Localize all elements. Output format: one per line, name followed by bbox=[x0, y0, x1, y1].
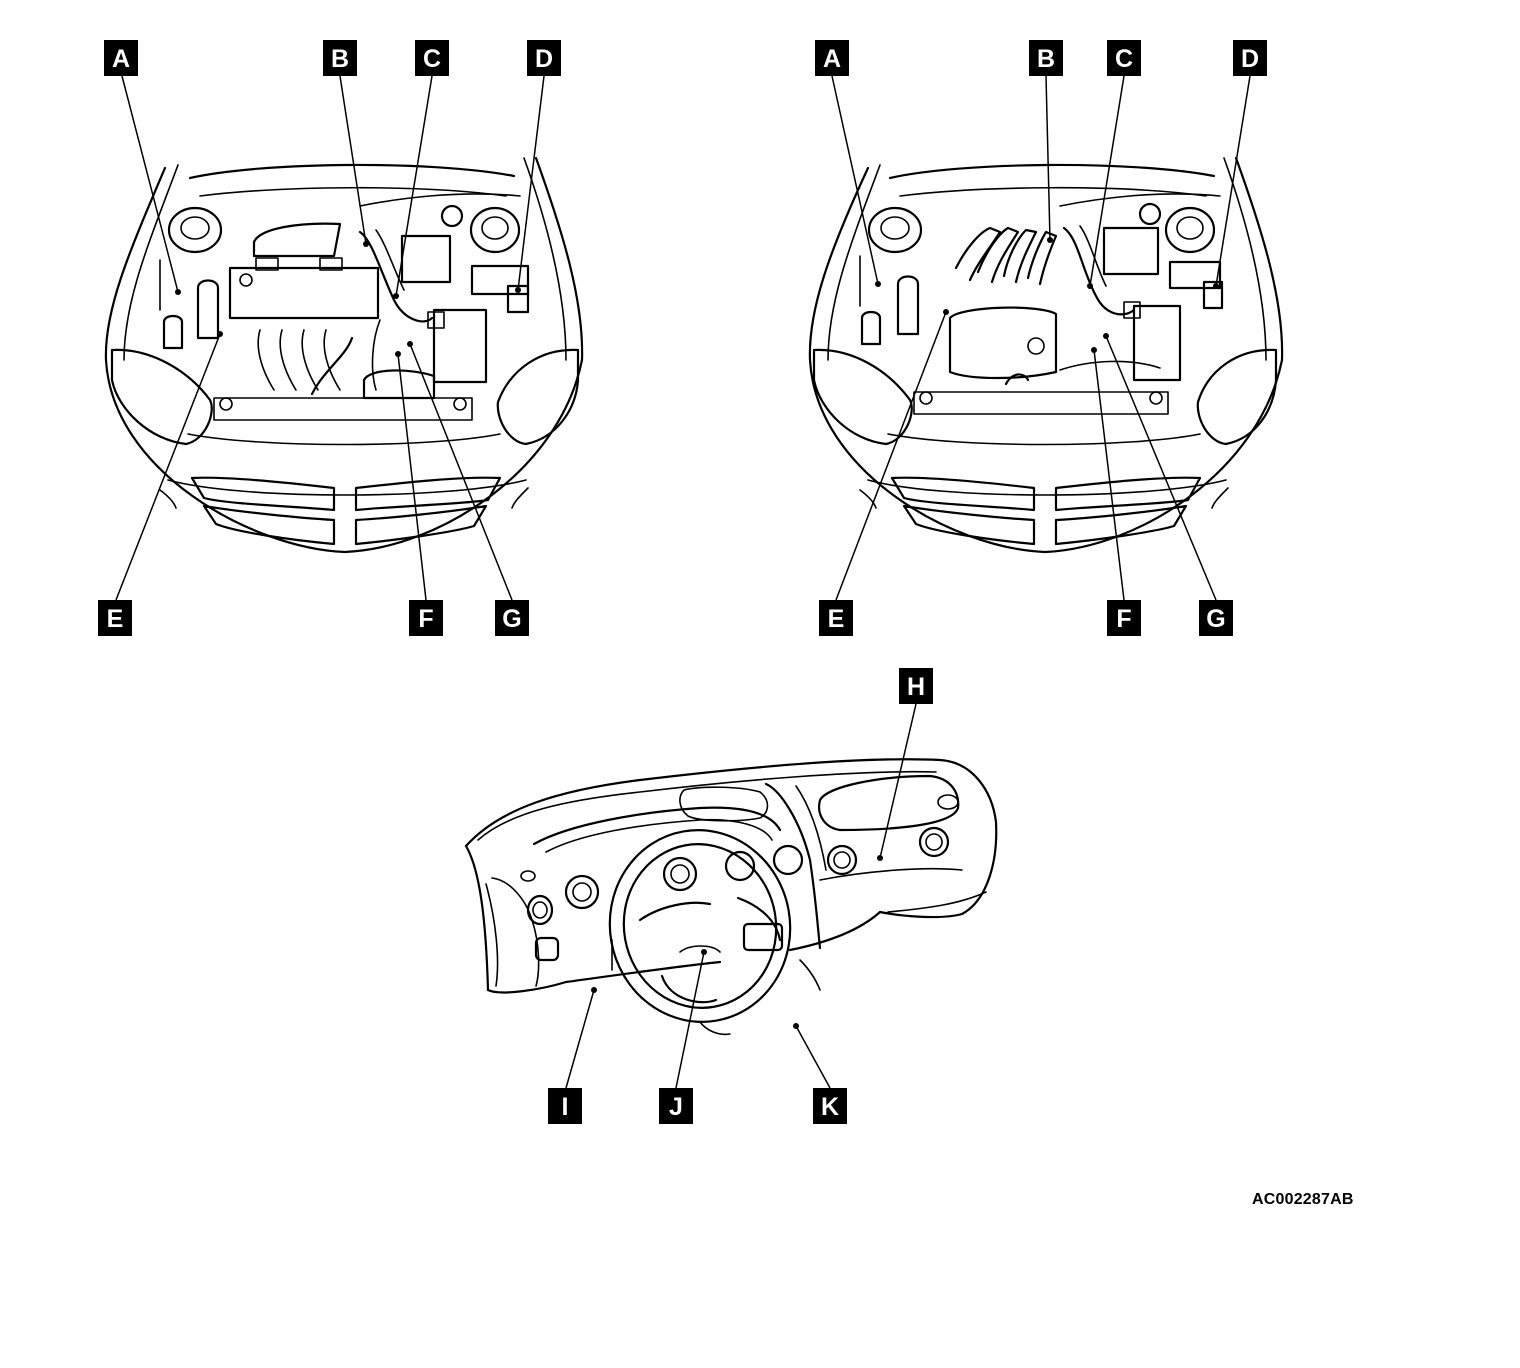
svg-text:C: C bbox=[1115, 45, 1133, 73]
svg-text:E: E bbox=[107, 605, 124, 633]
instrument-panel-view bbox=[464, 758, 998, 1036]
callouts-instrument-panel: H I J K bbox=[548, 668, 933, 1124]
callout-d: D bbox=[527, 40, 561, 76]
callout-j: J bbox=[659, 1088, 693, 1124]
callout-b: B bbox=[1029, 40, 1063, 76]
engine-bay-view-right bbox=[808, 156, 1284, 554]
svg-text:B: B bbox=[1037, 45, 1055, 73]
engine-bay-view-left bbox=[104, 156, 584, 554]
callout-d: D bbox=[1233, 40, 1267, 76]
callout-a: A bbox=[104, 40, 138, 76]
svg-text:K: K bbox=[821, 1093, 839, 1121]
callout-b: B bbox=[323, 40, 357, 76]
callout-f: F bbox=[409, 600, 443, 636]
callout-g: G bbox=[1199, 600, 1233, 636]
svg-text:H: H bbox=[907, 673, 925, 701]
svg-text:G: G bbox=[1206, 605, 1225, 633]
callout-c: C bbox=[1107, 40, 1141, 76]
callout-f: F bbox=[1107, 600, 1141, 636]
callout-c: C bbox=[415, 40, 449, 76]
svg-text:A: A bbox=[112, 45, 130, 73]
callout-e: E bbox=[98, 600, 132, 636]
svg-text:F: F bbox=[1116, 605, 1131, 633]
svg-text:G: G bbox=[502, 605, 521, 633]
svg-text:A: A bbox=[823, 45, 841, 73]
callouts-right-view: A B C D E F G bbox=[815, 40, 1267, 636]
svg-text:J: J bbox=[669, 1093, 683, 1121]
svg-text:I: I bbox=[562, 1093, 569, 1121]
svg-text:D: D bbox=[1241, 45, 1259, 73]
svg-text:E: E bbox=[828, 605, 845, 633]
svg-text:C: C bbox=[423, 45, 441, 73]
svg-text:B: B bbox=[331, 45, 349, 73]
figure-reference-code: AC002287AB bbox=[1252, 1191, 1354, 1208]
callout-g: G bbox=[495, 600, 529, 636]
leader-lines bbox=[115, 75, 1251, 1089]
callout-e: E bbox=[819, 600, 853, 636]
svg-text:F: F bbox=[418, 605, 433, 633]
callout-k: K bbox=[813, 1088, 847, 1124]
svg-text:D: D bbox=[535, 45, 553, 73]
callout-a: A bbox=[815, 40, 849, 76]
callout-i: I bbox=[548, 1088, 582, 1124]
callout-h: H bbox=[899, 668, 933, 704]
callouts-left-view: A B C D E F G bbox=[98, 40, 561, 636]
